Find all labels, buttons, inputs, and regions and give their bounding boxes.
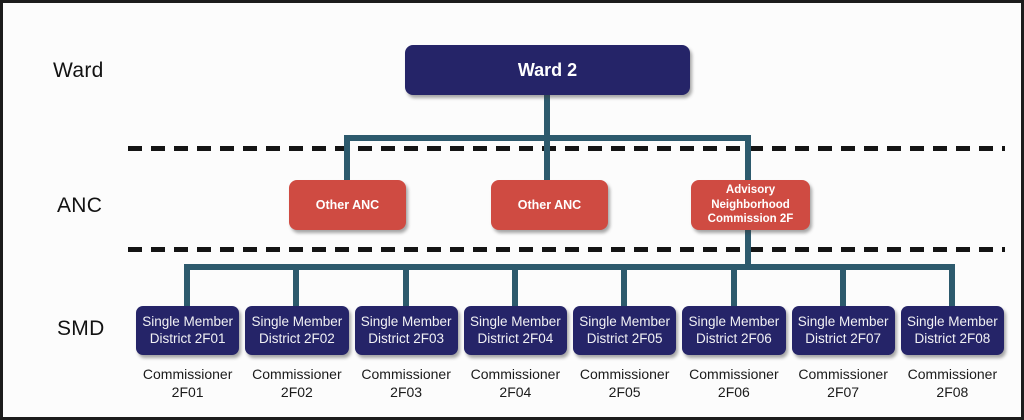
connector-drop-anc2 [544, 135, 550, 181]
smd-column-2f03: Single Member District 2F03 Commissioner… [354, 306, 458, 401]
node-smd-2f03: Single Member District 2F03 [354, 306, 458, 355]
connector-drop-smd-2f04 [512, 264, 518, 308]
connector-drop-smd-2f03 [403, 264, 409, 308]
commissioner-2f03-label: Commissioner 2F03 [361, 366, 451, 401]
node-smd-2f07: Single Member District 2F07 [791, 306, 895, 355]
connector-drop-smd-2f01 [184, 264, 190, 308]
node-anc-2f-label: Advisory Neighborhood Commission 2F [707, 184, 794, 226]
tier-label-ward: Ward [53, 59, 104, 82]
node-ward-2: Ward 2 [405, 45, 690, 95]
node-smd-2f05: Single Member District 2F05 [573, 306, 677, 355]
connector-drop-smd-2f07 [840, 264, 846, 308]
connector-drop-anc1 [344, 135, 350, 181]
smd-row: Single Member District 2F01 Commissioner… [136, 306, 1004, 401]
node-smd-2f02: Single Member District 2F02 [245, 306, 349, 355]
commissioner-2f02-label: Commissioner 2F02 [252, 366, 342, 401]
node-other-anc-1: Other ANC [289, 180, 406, 230]
connector-drop-smd-2f06 [731, 264, 737, 308]
smd-column-2f08: Single Member District 2F08 Commissioner… [900, 306, 1004, 401]
node-smd-2f01: Single Member District 2F01 [136, 306, 240, 355]
commissioner-2f01-label: Commissioner 2F01 [142, 366, 233, 401]
node-smd-2f01-label: Single Member District 2F01 [142, 313, 234, 346]
tier-label-anc: ANC [57, 194, 103, 217]
commissioner-2f04-label: Commissioner 2F04 [470, 366, 561, 401]
connector-smd-bar [184, 264, 955, 270]
node-other-anc-1-label: Other ANC [315, 198, 380, 212]
connector-drop-smd-2f02 [293, 264, 299, 308]
node-smd-2f06: Single Member District 2F06 [682, 306, 786, 355]
connector-ward-stem [544, 93, 550, 138]
smd-column-2f07: Single Member District 2F07 Commissioner… [791, 306, 895, 401]
smd-column-2f06: Single Member District 2F06 Commissioner… [682, 306, 786, 401]
node-smd-2f04-label: Single Member District 2F04 [469, 313, 561, 346]
smd-column-2f05: Single Member District 2F05 Commissioner… [573, 306, 677, 401]
node-other-anc-2: Other ANC [491, 180, 608, 230]
node-smd-2f03-label: Single Member District 2F03 [360, 313, 452, 346]
commissioner-2f05-label: Commissioner 2F05 [579, 366, 670, 401]
node-anc-2f: Advisory Neighborhood Commission 2F [691, 180, 810, 230]
node-smd-2f08-label: Single Member District 2F08 [906, 313, 998, 346]
node-smd-2f07-label: Single Member District 2F07 [797, 313, 889, 346]
smd-column-2f02: Single Member District 2F02 Commissioner… [245, 306, 349, 401]
connector-drop-smd-2f08 [949, 264, 955, 308]
commissioner-2f06-label: Commissioner 2F06 [689, 366, 779, 401]
smd-column-2f01: Single Member District 2F01 Commissioner… [136, 306, 240, 401]
node-other-anc-2-label: Other ANC [517, 198, 582, 212]
connector-drop-smd-2f05 [621, 264, 627, 308]
node-smd-2f05-label: Single Member District 2F05 [579, 313, 671, 346]
smd-column-2f04: Single Member District 2F04 Commissioner… [463, 306, 567, 401]
node-smd-2f08: Single Member District 2F08 [900, 306, 1004, 355]
node-smd-2f02-label: Single Member District 2F02 [251, 313, 343, 346]
node-ward-2-label: Ward 2 [517, 59, 578, 80]
commissioner-2f07-label: Commissioner 2F07 [798, 366, 888, 401]
divider-anc-smd [128, 247, 1005, 252]
node-smd-2f04: Single Member District 2F04 [463, 306, 567, 355]
divider-ward-anc [128, 146, 1005, 151]
commissioner-2f08-label: Commissioner 2F08 [907, 366, 998, 401]
node-smd-2f06-label: Single Member District 2F06 [688, 313, 780, 346]
tier-label-smd: SMD [57, 317, 105, 340]
